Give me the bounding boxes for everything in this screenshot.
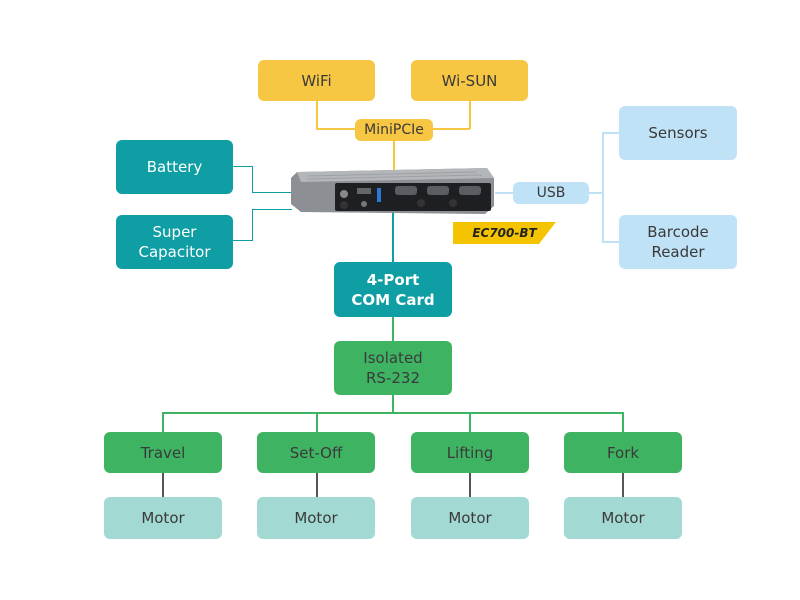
node-barcode-reader-label-1: Barcode bbox=[647, 223, 709, 241]
connector-lifting bbox=[469, 412, 471, 432]
connector-battery bbox=[233, 166, 253, 167]
connector-battery-h bbox=[252, 192, 292, 193]
connector-barcode bbox=[602, 241, 620, 243]
node-com-card-label-1: 4-Port bbox=[366, 270, 420, 289]
node-usb: USB bbox=[513, 182, 589, 204]
node-motor-label: Motor bbox=[294, 509, 338, 527]
node-lifting: Lifting bbox=[411, 432, 529, 473]
node-usb-label: USB bbox=[536, 185, 566, 201]
node-wifi-label: WiFi bbox=[301, 71, 332, 90]
node-isolated-rs232-label-2: RS-232 bbox=[366, 369, 420, 387]
connector-fork-motor bbox=[622, 473, 624, 498]
node-motor-label: Motor bbox=[448, 509, 492, 527]
connector-comcard-rs232 bbox=[392, 317, 394, 342]
connector-travel-motor bbox=[162, 473, 164, 498]
node-com-card: 4-Port COM Card bbox=[334, 262, 452, 317]
connector-minipcie-device bbox=[393, 140, 395, 170]
device-name-tag: EC700-BT bbox=[453, 222, 556, 244]
node-motor-travel: Motor bbox=[104, 497, 222, 539]
node-motor-set-off: Motor bbox=[257, 497, 375, 539]
node-super-capacitor-label-1: Super bbox=[152, 223, 197, 241]
node-sensors-label: Sensors bbox=[648, 124, 708, 142]
connector-wifi bbox=[316, 101, 318, 129]
node-minipcie: MiniPCIe bbox=[355, 119, 433, 141]
node-battery: Battery bbox=[116, 140, 233, 194]
node-isolated-rs232-label-1: Isolated bbox=[363, 349, 423, 367]
connector-fork bbox=[622, 412, 624, 432]
connector-travel bbox=[162, 412, 164, 432]
node-travel-label: Travel bbox=[140, 443, 186, 462]
node-motor-label: Motor bbox=[141, 509, 185, 527]
connector-device-comcard bbox=[392, 212, 394, 263]
node-fork-label: Fork bbox=[606, 443, 640, 462]
connector-rs232-bus bbox=[392, 394, 394, 413]
node-set-off: Set-Off bbox=[257, 432, 375, 473]
node-barcode-reader-label-2: Reader bbox=[651, 243, 705, 261]
embedded-pc-image bbox=[291, 168, 494, 214]
node-sensors: Sensors bbox=[619, 106, 737, 160]
node-wisun: Wi-SUN bbox=[411, 60, 528, 101]
node-barcode-reader: Barcode Reader bbox=[619, 215, 737, 269]
connector-wifi-h bbox=[316, 128, 356, 130]
connector-lifting-motor bbox=[469, 473, 471, 498]
node-fork: Fork bbox=[564, 432, 682, 473]
node-minipcie-label: MiniPCIe bbox=[364, 122, 424, 138]
node-set-off-label: Set-Off bbox=[289, 443, 343, 462]
node-motor-lifting: Motor bbox=[411, 497, 529, 539]
node-motor-fork: Motor bbox=[564, 497, 682, 539]
node-super-capacitor: Super Capacitor bbox=[116, 215, 233, 269]
connector-wisun bbox=[469, 101, 471, 129]
connector-sensors bbox=[602, 132, 620, 134]
node-lifting-label: Lifting bbox=[446, 443, 494, 462]
connector-device-usb bbox=[495, 192, 515, 194]
node-battery-label: Battery bbox=[146, 158, 203, 176]
connector-setoff-motor bbox=[316, 473, 318, 498]
connector-setoff bbox=[316, 412, 318, 432]
node-super-capacitor-label-2: Capacitor bbox=[138, 243, 211, 261]
node-wisun-label: Wi-SUN bbox=[441, 71, 498, 90]
node-com-card-label-2: COM Card bbox=[351, 290, 435, 309]
node-wifi: WiFi bbox=[258, 60, 375, 101]
connector-supercap bbox=[233, 240, 253, 241]
bus-horizontal bbox=[162, 412, 624, 414]
connector-supercap-h bbox=[252, 209, 292, 210]
node-isolated-rs232: Isolated RS-232 bbox=[334, 341, 452, 395]
device-name-label: EC700-BT bbox=[472, 226, 537, 240]
connector-supercap-v bbox=[252, 209, 253, 241]
connector-usb-out bbox=[588, 192, 603, 194]
connector-battery-v bbox=[252, 166, 253, 192]
connector-wisun-h bbox=[432, 128, 470, 130]
node-motor-label: Motor bbox=[601, 509, 645, 527]
connector-usb-v bbox=[602, 132, 604, 242]
node-travel: Travel bbox=[104, 432, 222, 473]
